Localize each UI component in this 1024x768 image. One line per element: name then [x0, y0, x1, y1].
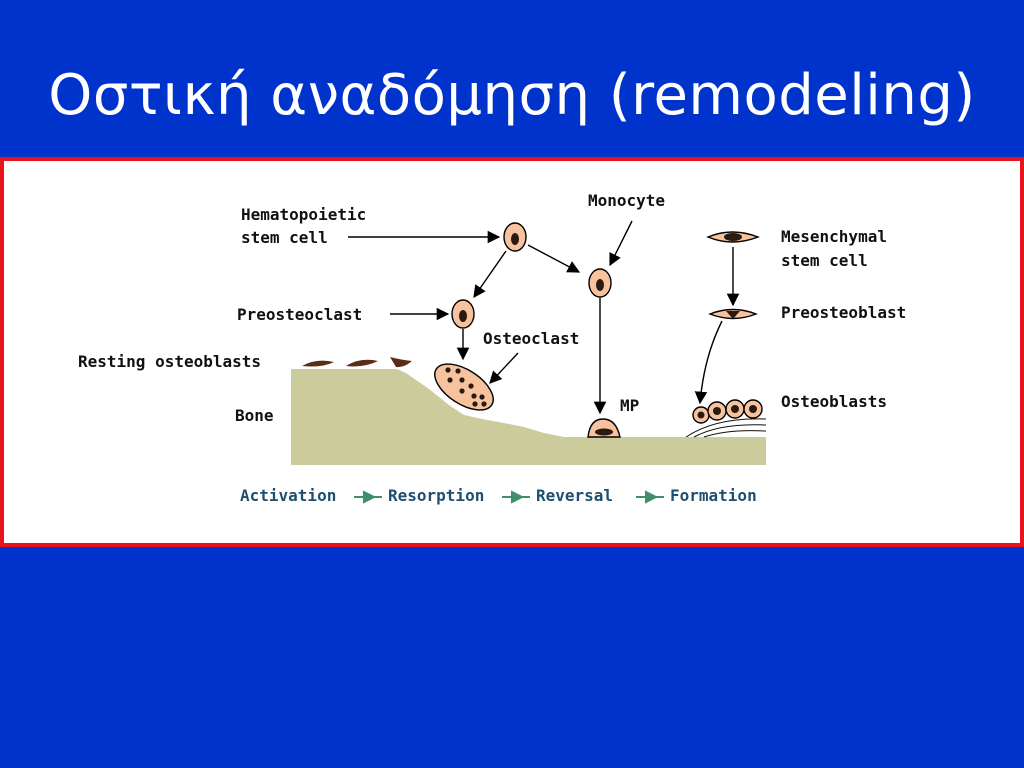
macrophage-cell [587, 418, 621, 438]
mesenchymal-stem-cell [706, 231, 760, 243]
stage-arrow-1 [354, 490, 382, 504]
stage-arrow-2 [502, 490, 530, 504]
pathway-arrows [348, 220, 740, 415]
label-preosteoclast: Preosteoclast [237, 305, 362, 324]
label-osteoclast: Osteoclast [483, 329, 579, 348]
bone-surface [291, 369, 766, 465]
stage-reversal: Reversal [536, 486, 613, 505]
hematopoietic-stem-cell [503, 222, 527, 252]
osteoid-layers [685, 418, 767, 438]
resting-osteoblasts [302, 357, 412, 368]
stage-resorption: Resorption [388, 486, 484, 505]
stage-sequence: Activation Resorption Reversal Formation [240, 486, 757, 505]
label-mp: MP [620, 396, 639, 415]
label-mesenchymal-2: stem cell [781, 251, 868, 270]
osteoclast-cell [434, 363, 494, 411]
label-bone: Bone [235, 406, 274, 425]
stage-arrow-3 [636, 490, 664, 504]
monocyte-cell [588, 268, 612, 298]
remodeling-diagram: Hematopoietic stem cell Monocyte Mesench… [78, 191, 906, 505]
stage-formation: Formation [670, 486, 757, 505]
slide-title: Οστική αναδόμηση (remodeling) [48, 63, 976, 128]
preosteoclast-cell [451, 299, 475, 329]
diagram-frame: Hematopoietic stem cell Monocyte Mesench… [0, 157, 1024, 547]
stage-activation: Activation [240, 486, 336, 505]
preosteoblast-cell [708, 308, 758, 320]
label-osteoblasts: Osteoblasts [781, 392, 887, 411]
label-hematopoietic-1: Hematopoietic [241, 205, 366, 224]
label-monocyte: Monocyte [588, 191, 665, 210]
label-resting-osteoblasts: Resting osteoblasts [78, 352, 261, 371]
label-mesenchymal-1: Mesenchymal [781, 227, 887, 246]
label-preosteoblast: Preosteoblast [781, 303, 906, 322]
osteoblast-cells [692, 399, 763, 424]
label-hematopoietic-2: stem cell [241, 228, 328, 247]
